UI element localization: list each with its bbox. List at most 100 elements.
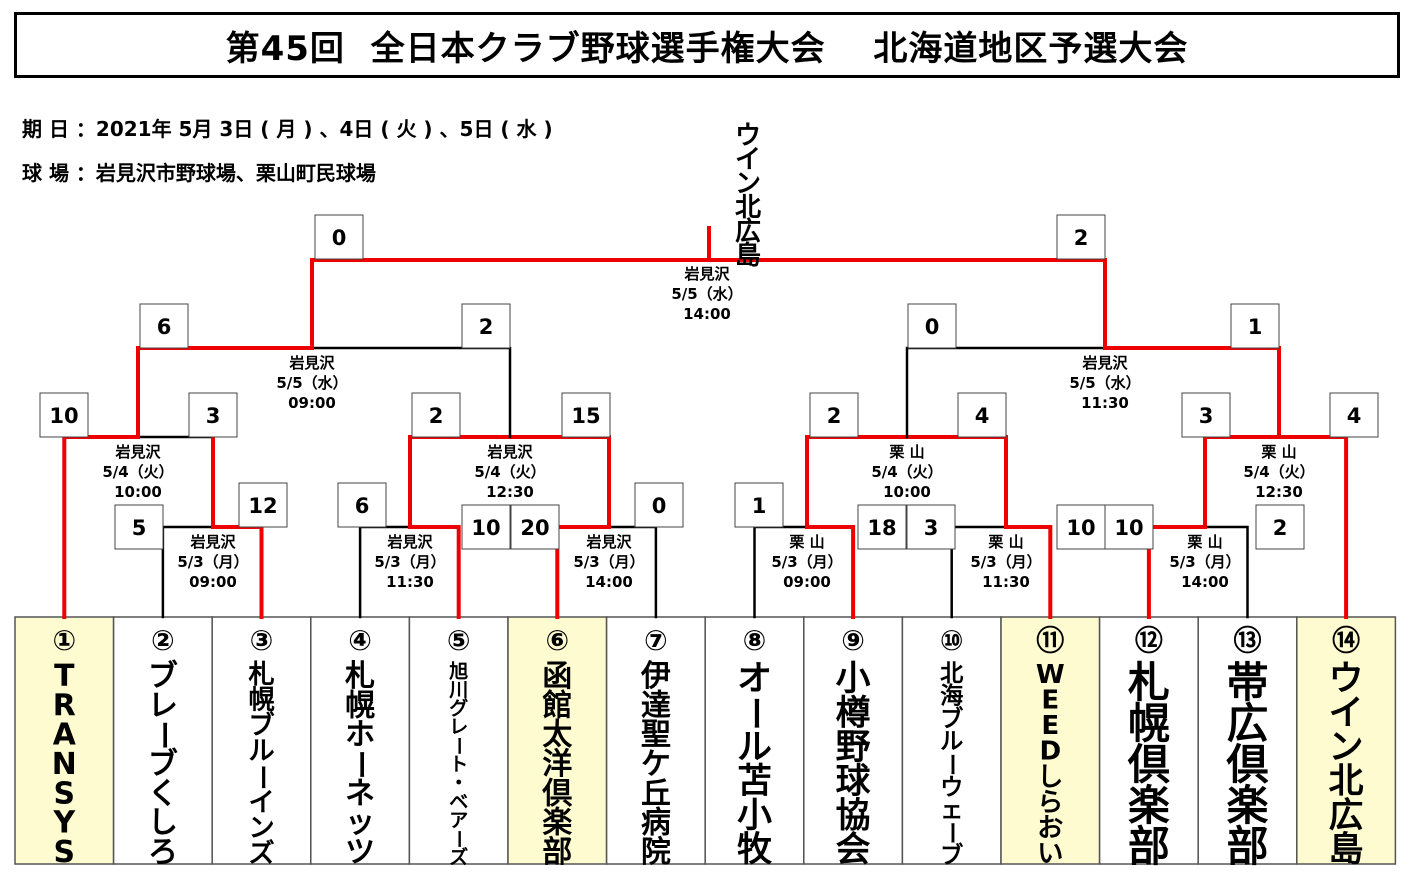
match-r1-3-date: 5/3（月） — [573, 553, 644, 571]
title-box: 第45回 全日本クラブ野球選手権大会 北海道地区予選大会 — [14, 12, 1400, 78]
score-label: 2 — [429, 404, 444, 428]
score-label: 2 — [827, 404, 842, 428]
team-name-char: 広 — [1227, 699, 1269, 748]
team-name-char: 丘 — [641, 776, 671, 811]
team-name-char: ェ — [940, 797, 963, 824]
team-name-char: ズ — [248, 838, 274, 869]
team-name-char: 太 — [542, 718, 572, 753]
team-cell — [211, 616, 312, 865]
score-label-box — [906, 504, 956, 550]
team-name-char: 札 — [248, 660, 274, 690]
team-name-char: 達 — [641, 688, 671, 723]
team-name-char: ル — [940, 728, 963, 755]
team-name-char: ツ — [345, 835, 375, 870]
team-name-char: ろ — [148, 835, 178, 870]
team-name-char: 帯 — [1227, 658, 1269, 707]
team-name-char: 倶 — [1127, 740, 1170, 789]
team-name-char: ネ — [345, 776, 375, 811]
team-number: ⑧ — [743, 624, 767, 657]
score-label: 18 — [867, 516, 896, 540]
champion-name-char: ン — [735, 169, 761, 199]
match-r1-2-time: 11:30 — [386, 573, 434, 591]
team-name-char: ベ — [449, 791, 468, 813]
team-name-char: イ — [248, 788, 274, 818]
match-r1-3-venue: 岩見沢 — [585, 533, 632, 551]
team-name-char: グ — [449, 697, 468, 720]
team-cell — [14, 616, 115, 865]
team-name-char: ウ — [940, 774, 963, 801]
score-label: 15 — [571, 404, 600, 428]
score-label-box — [461, 303, 511, 349]
team-name-char: 協 — [836, 796, 871, 836]
champion-name-char: 島 — [735, 241, 761, 271]
team-name-char: ブ — [940, 705, 964, 732]
team-cell — [408, 616, 509, 865]
bracket-line — [707, 258, 1107, 350]
champion-name-char: イ — [735, 145, 761, 175]
team-name-char: 倶 — [541, 776, 572, 811]
match-r1-2-venue: 岩見沢 — [386, 533, 433, 551]
team-name-char: 幌 — [1128, 699, 1170, 748]
team-name-char: 部 — [542, 835, 572, 870]
score-label: 3 — [206, 404, 221, 428]
team-name-char: ー — [448, 736, 470, 755]
team-cell — [1296, 616, 1397, 865]
team-name-char: 楽 — [1128, 781, 1170, 830]
match-r1-3-time: 14:00 — [585, 573, 633, 591]
match-r1-2-date: 5/3（月） — [374, 553, 445, 571]
score-label: 4 — [1347, 404, 1362, 428]
match-r2-2-time: 12:30 — [486, 483, 534, 501]
match-sf-2-date: 5/5（水） — [1069, 374, 1140, 392]
score-label-box — [734, 482, 784, 528]
team-name-char: ル — [737, 727, 772, 767]
team-name-char: 会 — [836, 830, 871, 870]
team-name-char: 海 — [940, 683, 963, 710]
team-number: ⑦ — [644, 624, 668, 657]
team-name-char: し — [148, 806, 178, 841]
team-name-char: 旭 — [448, 660, 468, 682]
bracket-line — [905, 346, 1107, 439]
team-name-char: 島 — [1329, 830, 1364, 870]
score-label-box — [1181, 392, 1231, 438]
team-name-char: ー — [938, 821, 965, 844]
score-label-box — [337, 482, 387, 528]
score-label: 20 — [520, 516, 549, 540]
bracket-line — [1004, 525, 1053, 619]
champion-name-char: ウ — [735, 121, 761, 151]
team-name-char: E — [1041, 685, 1059, 715]
match-r2-3-date: 5/4（火） — [871, 463, 942, 481]
score-label-box — [188, 392, 238, 438]
team-name-char: 院 — [641, 835, 671, 870]
match-r1-4-venue: 栗 山 — [789, 533, 824, 551]
team-name-char: 病 — [641, 806, 671, 841]
match-r1-5-time: 11:30 — [982, 573, 1030, 591]
team-name-char: ン — [248, 814, 274, 844]
bracket-line — [805, 435, 909, 529]
team-name-char: 広 — [1329, 796, 1364, 836]
team-name-char: レ — [148, 688, 178, 723]
score-label-box — [114, 504, 164, 550]
champion-name-char: 北 — [735, 193, 761, 223]
match-r2-1-venue: 岩見沢 — [114, 443, 161, 461]
score-label: 1 — [752, 494, 767, 518]
team-name-char: R — [53, 688, 76, 723]
team-name-char: 伊 — [640, 659, 671, 694]
page-title: 第45回 全日本クラブ野球選手権大会 北海道地区予選大会 — [225, 28, 1189, 69]
team-name-char: 楽 — [542, 806, 572, 841]
match-r2-3-time: 10:00 — [883, 483, 931, 501]
team-name-char: ッ — [345, 806, 375, 841]
score-label-box — [634, 482, 684, 528]
team-name-char: S — [54, 835, 76, 870]
team-name-char: W — [1036, 660, 1065, 690]
score-label-box — [411, 392, 461, 438]
team-cell — [507, 616, 608, 865]
team-name-char: D — [1039, 737, 1061, 767]
team-name-char: 札 — [1128, 658, 1170, 707]
team-name-char: し — [1037, 762, 1063, 792]
bracket-line — [136, 346, 314, 439]
score-label-box — [39, 392, 89, 438]
team-cell — [310, 616, 411, 865]
team-name-char: 球 — [836, 762, 871, 802]
team-name-char: お — [1037, 814, 1063, 844]
match-r2-2-venue: 岩見沢 — [486, 443, 533, 461]
